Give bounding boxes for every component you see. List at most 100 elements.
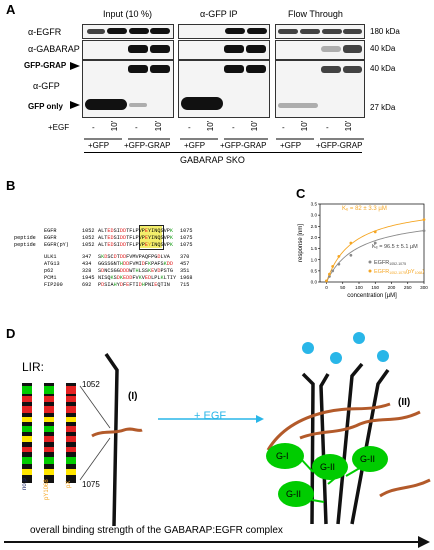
- gabarap-gi: [266, 443, 304, 469]
- seq-protein: p62: [44, 268, 54, 274]
- y-tick-label: 0.5: [311, 268, 318, 273]
- y-axis-label: response [nm]: [298, 224, 304, 262]
- group-gfp-1: +GFP: [88, 141, 110, 150]
- membrane-left: [91, 427, 143, 438]
- blot-flow-egfr: [275, 24, 365, 39]
- receptor-1: [301, 372, 315, 525]
- seq-end: 1075: [180, 228, 193, 234]
- seq-end: 715: [180, 282, 190, 288]
- panel-b-letter: B: [6, 178, 16, 193]
- pos-1075: 1075: [82, 480, 100, 489]
- egf-ligand-1: [302, 342, 314, 354]
- col-label-nop: no p: [22, 478, 28, 490]
- label-gii-2: G-II: [360, 454, 375, 464]
- x-tick-label: 300: [420, 285, 428, 290]
- legend-marker-1: [368, 260, 372, 264]
- data-point: [325, 279, 328, 283]
- panel-c-letter: C: [296, 186, 306, 201]
- row-label-gfp-only: GFP only: [28, 102, 63, 111]
- data-point: [422, 229, 426, 233]
- receptor-4: [350, 368, 390, 525]
- receptor-3: [336, 362, 364, 525]
- group-gfp-3: +GFP: [280, 141, 302, 150]
- egf-ligand-2: [330, 352, 342, 364]
- lir-bar-py1068: [44, 383, 54, 483]
- data-point: [373, 230, 377, 234]
- state-ii: (II): [398, 397, 411, 408]
- row-label-gabarap: α-GABARAP: [28, 44, 80, 54]
- seq-protein: EGFR(pY): [44, 242, 69, 248]
- y-tick-label: 2.0: [311, 235, 318, 240]
- label-gii-1: G-II: [320, 462, 335, 472]
- x-tick-label: 150: [371, 285, 379, 290]
- gabarap-gii-3: [278, 481, 314, 507]
- fit-curve: [326, 230, 425, 283]
- y-tick-label: 0.0: [311, 280, 318, 285]
- seq-end: 1075: [180, 235, 193, 241]
- seq-residues: GGSSGNTHDDFVMIDFKPAFSKDD: [98, 261, 173, 267]
- state-i: (I): [128, 391, 138, 402]
- gabarap-gii-2: [352, 446, 388, 472]
- seq-start: 434: [82, 261, 92, 267]
- col-label-px: pX: [66, 480, 72, 488]
- membrane-right-1: [266, 402, 391, 451]
- blot-input-gfp: [82, 60, 174, 118]
- seq-protein: PCM1: [44, 275, 57, 281]
- membrane-right-2: [299, 410, 421, 440]
- header-input: Input (10 %): [103, 9, 153, 19]
- egf-label: +EGF: [48, 123, 70, 132]
- marker-27: 27 kDa: [370, 103, 396, 112]
- data-point: [328, 275, 331, 278]
- data-point: [349, 241, 353, 245]
- seq-end: 457: [180, 261, 190, 267]
- x-tick-label: 250: [404, 285, 412, 290]
- seq-residues: NISQKSDKEDDFVKVEDLPLKLTIY: [98, 275, 177, 281]
- row-label-egfr: α-EGFR: [28, 27, 62, 37]
- seq-protein: EGFR: [44, 228, 57, 234]
- data-point: [337, 262, 341, 266]
- x-tick-label: 200: [388, 285, 396, 290]
- label-gi: G-I: [276, 451, 289, 461]
- row-arrows: [70, 62, 80, 109]
- blot-input-gabarap: [82, 40, 174, 60]
- egf-ligand-3: [353, 332, 365, 344]
- y-tick-label: 1.0: [311, 257, 318, 262]
- lir-highlight: [140, 226, 162, 248]
- group-gfpgrap-2: +GFP-GRAP: [220, 141, 267, 150]
- data-point: [373, 241, 377, 245]
- seq-prefix: peptide: [14, 242, 36, 248]
- gabarap-gii-1: [312, 454, 348, 480]
- seq-protein: EGFR: [44, 235, 57, 241]
- egf-ligand-4: [377, 350, 389, 362]
- panel-d-letter: D: [6, 326, 16, 341]
- seq-end: 351: [180, 268, 190, 274]
- seq-start: 347: [82, 254, 92, 260]
- panel-d-diagram: [4, 332, 431, 548]
- blot-ip-gabarap: [178, 40, 270, 60]
- header-gfp-ip: α-GFP IP: [200, 9, 238, 19]
- seq-prefix: peptide: [14, 235, 36, 241]
- group-gfpgrap-3: +GFP-GRAP: [316, 141, 363, 150]
- egfr-monomer: [104, 353, 119, 527]
- y-tick-label: 3.0: [311, 213, 318, 218]
- data-point: [349, 253, 353, 257]
- plot-frame: [319, 203, 425, 283]
- y-tick-label: 1.5: [311, 246, 318, 251]
- data-point: [337, 254, 341, 258]
- kd-label-py: Kₑ = 82 ± 3.3 µM: [342, 206, 387, 212]
- group-brackets: [84, 138, 364, 140]
- marker-180: 180 kDa: [370, 27, 400, 36]
- lir-bar-px: [66, 383, 76, 483]
- blot-flow-gfp: [275, 60, 365, 118]
- seq-residues: ALTEDSIDDTFLPVPEYINQSVPK: [98, 242, 173, 248]
- legend-marker-2: [368, 269, 372, 273]
- seq-residues: PDSIAHYDFEFTIDHPNIEQTIN: [98, 282, 170, 288]
- footer-sko: GABARAP SKO: [180, 155, 245, 165]
- kd-label-nonp: Kₑ = 96.5 ± 5.1 µM: [372, 244, 418, 250]
- row-label-gfp-grap: GFP-GRAP: [24, 61, 67, 70]
- membrane-right-3: [379, 478, 431, 498]
- label-gii-3: G-II: [286, 489, 301, 499]
- lir-box: [139, 225, 164, 250]
